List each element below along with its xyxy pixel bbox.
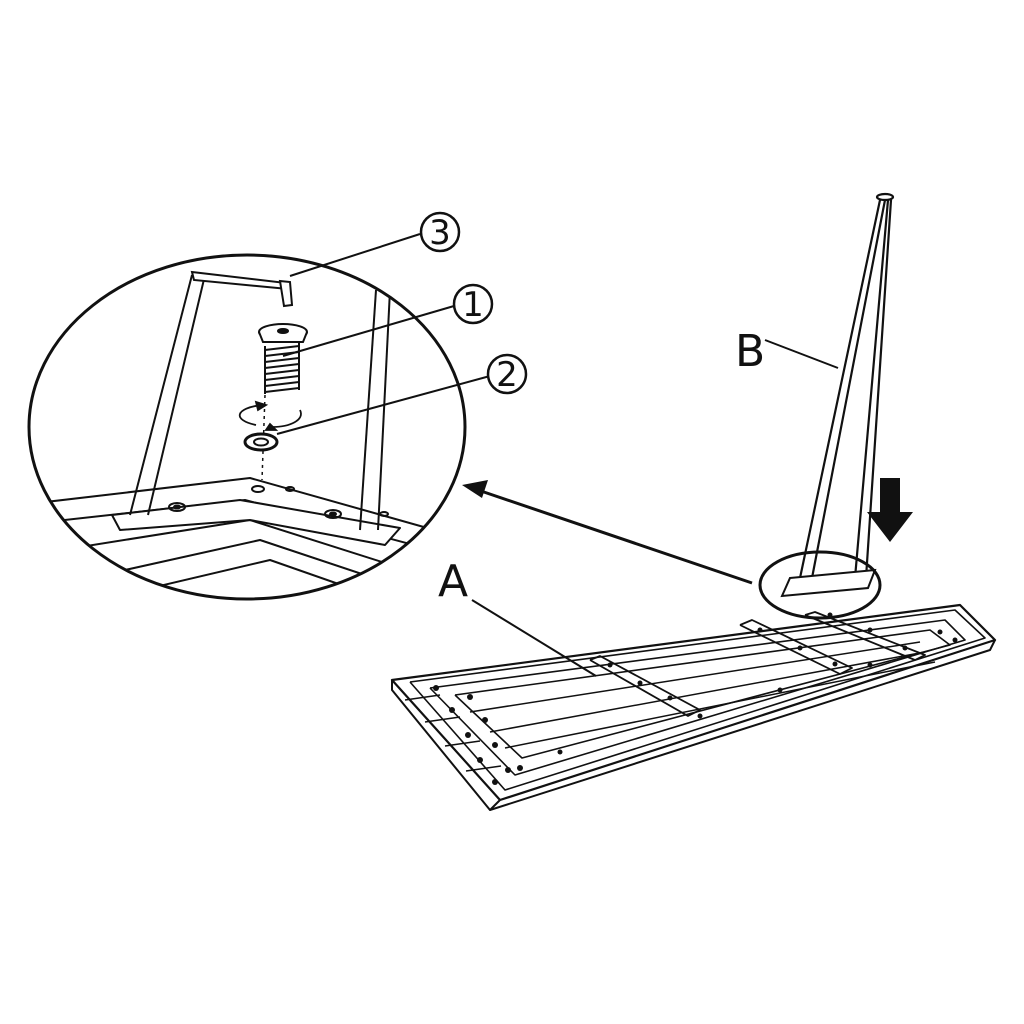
cross-braces bbox=[589, 611, 926, 717]
washer bbox=[243, 432, 279, 452]
label-b-text: B bbox=[735, 326, 765, 377]
allen-key bbox=[190, 270, 294, 308]
callout-1-text: 1 bbox=[462, 285, 484, 325]
magnifier-outline bbox=[27, 253, 467, 601]
frame-rails bbox=[409, 609, 986, 791]
callout-3: 3 bbox=[419, 211, 461, 253]
hairpin-leg-b bbox=[780, 192, 895, 598]
label-a-text: A bbox=[438, 556, 468, 607]
table-top-a bbox=[390, 603, 997, 811]
callout-1: 1 bbox=[452, 283, 494, 325]
leg-mount-plate bbox=[780, 568, 877, 598]
magnified-detail bbox=[27, 233, 491, 601]
detail-pointer-arrow bbox=[462, 480, 753, 585]
callout-2-text: 2 bbox=[496, 355, 518, 395]
detail-highlight-circle bbox=[758, 550, 882, 620]
callout-3-text: 3 bbox=[429, 213, 451, 253]
bolt bbox=[258, 323, 308, 394]
down-arrow-icon bbox=[867, 478, 913, 542]
label-b: B bbox=[735, 326, 839, 377]
screw-holes bbox=[433, 612, 958, 785]
callout-2: 2 bbox=[486, 353, 528, 395]
plank-lines bbox=[469, 641, 936, 749]
tabletop-edge bbox=[391, 680, 501, 811]
callout-leaders bbox=[276, 233, 491, 435]
rotate-arrows-icon bbox=[238, 400, 302, 431]
label-a: A bbox=[438, 556, 597, 677]
tabletop-front-edge bbox=[489, 639, 996, 811]
